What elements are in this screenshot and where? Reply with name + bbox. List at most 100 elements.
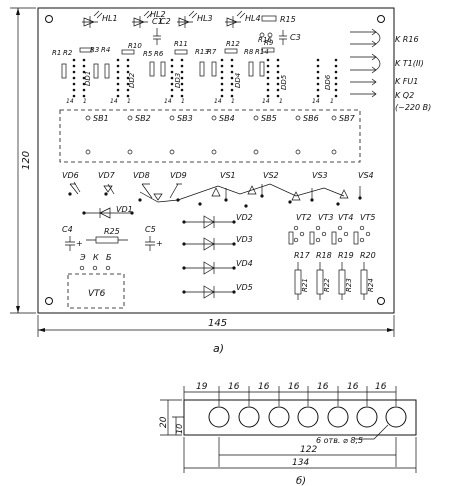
svg-text:DD4: DD4 xyxy=(234,73,242,88)
svg-text:VS2: VS2 xyxy=(263,171,279,180)
svg-text:VT4: VT4 xyxy=(338,213,353,222)
capacitor-c3 xyxy=(279,30,287,45)
svg-text:14: 14 xyxy=(66,98,74,105)
svg-text:SB5: SB5 xyxy=(261,114,277,123)
svg-text:VD1: VD1 xyxy=(116,205,133,214)
svg-text:VT2: VT2 xyxy=(296,213,311,222)
svg-text:DD2: DD2 xyxy=(128,72,136,88)
svg-text:SB6: SB6 xyxy=(303,114,319,123)
led-hl4: HL4 xyxy=(225,10,261,28)
resistor-labels-upper: R17 R18 R19 R20 xyxy=(294,251,376,260)
svg-text:К: К xyxy=(93,253,99,262)
width-dimension: 145 xyxy=(208,318,227,329)
svg-text:R21: R21 xyxy=(301,278,309,292)
svg-text:+: + xyxy=(76,239,83,248)
svg-text:HL2: HL2 xyxy=(150,10,166,19)
caption-b: б) xyxy=(296,475,306,486)
horizontal-resistors xyxy=(79,47,275,55)
connector-k-r16: K R16 xyxy=(395,35,419,44)
holes-note: 6 отв. ⌀ 8,5 xyxy=(316,436,363,445)
ic-dd3: DD3 14 1 xyxy=(164,58,185,105)
svg-text:R10: R10 xyxy=(128,42,142,50)
height-dimension: 120 xyxy=(21,151,32,170)
mount-hole xyxy=(45,15,53,23)
hole-spacing-labels: 19 16 16 16 16 16 16 xyxy=(196,382,387,392)
button-sb2: SB2 xyxy=(127,114,151,155)
button-panel xyxy=(59,109,361,163)
ic-dd2: DD2 14 1 xyxy=(110,58,136,105)
svg-text:VS1: VS1 xyxy=(220,171,236,180)
svg-text:R7: R7 xyxy=(207,48,217,56)
resistor-r15 xyxy=(261,15,277,22)
svg-text:Э: Э xyxy=(79,253,86,262)
led-hl2: HL2 xyxy=(132,10,166,28)
svg-text:R13: R13 xyxy=(195,48,209,56)
svg-text:VD3: VD3 xyxy=(236,235,253,244)
svg-text:R23: R23 xyxy=(345,278,353,292)
svg-text:16: 16 xyxy=(288,382,300,392)
svg-text:VD7: VD7 xyxy=(98,171,116,180)
svg-text:R24: R24 xyxy=(367,278,375,292)
svg-text:SB3: SB3 xyxy=(177,114,193,123)
button-sb7: SB7 xyxy=(331,114,356,155)
ic-dd1: DD1 14 1 xyxy=(66,58,92,105)
svg-text:VD2: VD2 xyxy=(236,213,253,222)
led-row: HL1 HL2 HL3 HL4 xyxy=(82,10,261,28)
resistor-r25: R25 xyxy=(86,227,128,244)
button-sb6: SB6 xyxy=(295,114,319,155)
svg-text:14: 14 xyxy=(164,98,172,105)
svg-text:16: 16 xyxy=(347,382,359,392)
svg-text:DD1: DD1 xyxy=(84,71,92,86)
svg-text:VS4: VS4 xyxy=(358,171,374,180)
mount-hole xyxy=(45,297,53,305)
svg-text:19: 19 xyxy=(196,382,208,392)
bracket-height: 20 xyxy=(159,416,169,428)
transistor-vt6: Э К Б VT6 xyxy=(67,253,125,309)
vertical-resistors xyxy=(61,61,265,79)
svg-text:R8: R8 xyxy=(244,48,254,56)
svg-text:DD5: DD5 xyxy=(280,74,288,90)
button-sb1: SB1 xyxy=(85,114,109,155)
svg-text:VT6: VT6 xyxy=(88,289,106,299)
svg-text:1: 1 xyxy=(127,98,131,105)
outer-width: 134 xyxy=(292,458,309,468)
lower-transistor-labels: VT2 VT3 VT4 VT5 xyxy=(296,213,375,222)
lower-transistor-pads xyxy=(288,225,371,245)
svg-text:R4: R4 xyxy=(101,46,110,54)
resistor-bodies-lower xyxy=(294,262,368,300)
svg-text:14: 14 xyxy=(312,98,320,105)
svg-text:HL4: HL4 xyxy=(245,14,261,23)
resistor-labels: R1 R2 R3 R4 R10 R5 R6 R11 R13 R7 R12 R8 … xyxy=(52,39,274,58)
ic-dd4: DD4 14 1 xyxy=(214,58,242,105)
bracket-holes xyxy=(208,406,407,428)
caption-a: а) xyxy=(213,342,224,355)
svg-text:C4: C4 xyxy=(62,225,73,234)
led-hl3: HL3 xyxy=(177,10,213,28)
svg-text:R2: R2 xyxy=(63,49,73,57)
svg-text:R16: R16 xyxy=(258,36,272,44)
svg-text:DD6: DD6 xyxy=(324,74,332,90)
svg-text:C2: C2 xyxy=(160,17,171,26)
svg-text:Б: Б xyxy=(106,253,112,262)
diode-vd2: VD2 xyxy=(182,213,253,229)
svg-text:R19: R19 xyxy=(338,251,354,260)
svg-text:1: 1 xyxy=(231,98,235,105)
svg-text:SB2: SB2 xyxy=(135,114,151,123)
svg-text:VD4: VD4 xyxy=(236,259,253,268)
svg-text:C5: C5 xyxy=(145,225,156,234)
svg-text:R18: R18 xyxy=(316,251,332,260)
svg-text:SB1: SB1 xyxy=(93,114,109,123)
svg-text:R1: R1 xyxy=(52,49,61,57)
svg-text:16: 16 xyxy=(317,382,329,392)
svg-text:VT5: VT5 xyxy=(360,213,375,222)
svg-text:R12: R12 xyxy=(226,40,240,48)
svg-text:1: 1 xyxy=(181,98,185,105)
mount-hole xyxy=(377,15,385,23)
svg-text:SB4: SB4 xyxy=(219,114,235,123)
connector-k-q2: K Q2 xyxy=(395,91,414,100)
diode-vd4: VD4 xyxy=(182,259,253,275)
svg-text:VD9: VD9 xyxy=(170,171,187,180)
svg-text:16: 16 xyxy=(258,382,270,392)
board-outline xyxy=(37,7,395,314)
